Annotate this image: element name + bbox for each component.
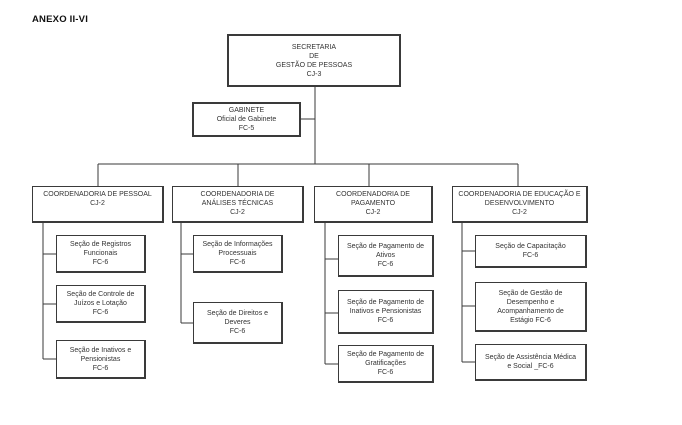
gabinete-role: Oficial de Gabinete	[216, 116, 277, 123]
secao-pagamento-inativos-pensionistas: Seção de Pagamento de Inativos e Pension…	[338, 290, 434, 334]
secretaria-box: SECRETARIA DE GESTÃO DE PESSOAS CJ-3	[227, 34, 401, 87]
gabinete-box: GABINETE Oficial de Gabinete FC-5	[192, 102, 301, 137]
secao-controle-juizos-lotacao: Seção de Controle de Juízos e Lotação FC…	[56, 285, 146, 323]
secao-code: FC-6	[229, 259, 246, 266]
secao-code: FC-6	[92, 259, 109, 266]
coord-pagamento-name: COORDENADORIA DE PAGAMENTO	[336, 191, 410, 207]
secao-direitos-deveres: Seção de Direitos e Deveres FC-6	[193, 302, 283, 344]
secao-code: FC-6	[377, 261, 394, 268]
secao-gestao-desempenho-estagio: Seção de Gestão de Desempenho e Acompanh…	[475, 282, 587, 332]
secao-inativos-pensionistas: Seção de Inativos e Pensionistas FC-6	[56, 340, 146, 379]
secao-name: Seção de Pagamento de Inativos e Pension…	[346, 299, 425, 315]
secao-name: Seção de Pagamento de Gratificações	[346, 351, 425, 367]
coord-pessoal-box: COORDENADORIA DE PESSOAL CJ-2	[32, 186, 164, 223]
secao-pagamento-gratificacoes: Seção de Pagamento de Gratificações FC-6	[338, 345, 434, 383]
secao-name: Seção de Informações Processuais	[202, 241, 273, 257]
secao-name: Seção de Gestão de Desempenho e Acompanh…	[497, 289, 564, 324]
coord-educacao-name: COORDENADORIA DE EDUCAÇÃO E DESENVOLVIME…	[458, 191, 581, 207]
secao-code: FC-6	[377, 317, 394, 324]
secao-registros-funcionais: Seção de Registros Funcionais FC-6	[56, 235, 146, 273]
secao-name: Seção de Controle de Juízos e Lotação	[66, 291, 135, 307]
coord-educacao-box: COORDENADORIA DE EDUCAÇÃO E DESENVOLVIME…	[452, 186, 588, 223]
secao-assistencia-medica-social: Seção de Assistência Médica e Social _FC…	[475, 344, 587, 381]
secao-capacitacao: Seção de Capacitação FC-6	[475, 235, 587, 268]
gabinete-name: GABINETE	[228, 107, 265, 114]
secretaria-code: CJ-3	[306, 70, 322, 78]
secao-name: Seção de Capacitação	[495, 243, 566, 250]
coord-educacao-code: CJ-2	[512, 209, 527, 216]
secao-code: FC-6	[377, 369, 394, 376]
secao-name: Seção de Assistência Médica e Social _FC…	[484, 354, 577, 370]
secao-name: Seção de Inativos e Pensionistas	[69, 346, 132, 363]
secao-code: FC-6	[92, 309, 109, 316]
coord-analises-box: COORDENADORIA DE ANÁLISES TÉCNICAS CJ-2	[172, 186, 304, 223]
coord-analises-name: COORDENADORIA DE ANÁLISES TÉCNICAS	[200, 191, 275, 207]
secao-name: Seção de Direitos e Deveres	[206, 310, 269, 326]
coord-pagamento-box: COORDENADORIA DE PAGAMENTO CJ-2	[314, 186, 433, 223]
coord-pessoal-code: CJ-2	[90, 200, 105, 207]
secao-code: FC-6	[522, 252, 539, 259]
coord-pagamento-code: CJ-2	[365, 209, 381, 216]
secao-code: FC-6	[92, 364, 109, 372]
secao-informacoes-processuais: Seção de Informações Processuais FC-6	[193, 235, 283, 273]
secretaria-line1: SECRETARIA	[291, 43, 337, 51]
secao-name: Seção de Pagamento de Ativos	[346, 243, 425, 259]
secao-code: FC-6	[229, 328, 246, 335]
secao-name: Seção de Registros Funcionais	[69, 241, 132, 257]
gabinete-code: FC-5	[238, 125, 255, 132]
coord-pessoal-name: COORDENADORIA DE PESSOAL	[43, 191, 152, 198]
secretaria-line2: DE	[309, 52, 319, 60]
secretaria-line3: GESTÃO DE PESSOAS	[275, 61, 353, 69]
secao-pagamento-ativos: Seção de Pagamento de Ativos FC-6	[338, 235, 434, 277]
page-title: ANEXO II-VI	[32, 14, 89, 25]
coord-analises-code: CJ-2	[230, 209, 245, 216]
